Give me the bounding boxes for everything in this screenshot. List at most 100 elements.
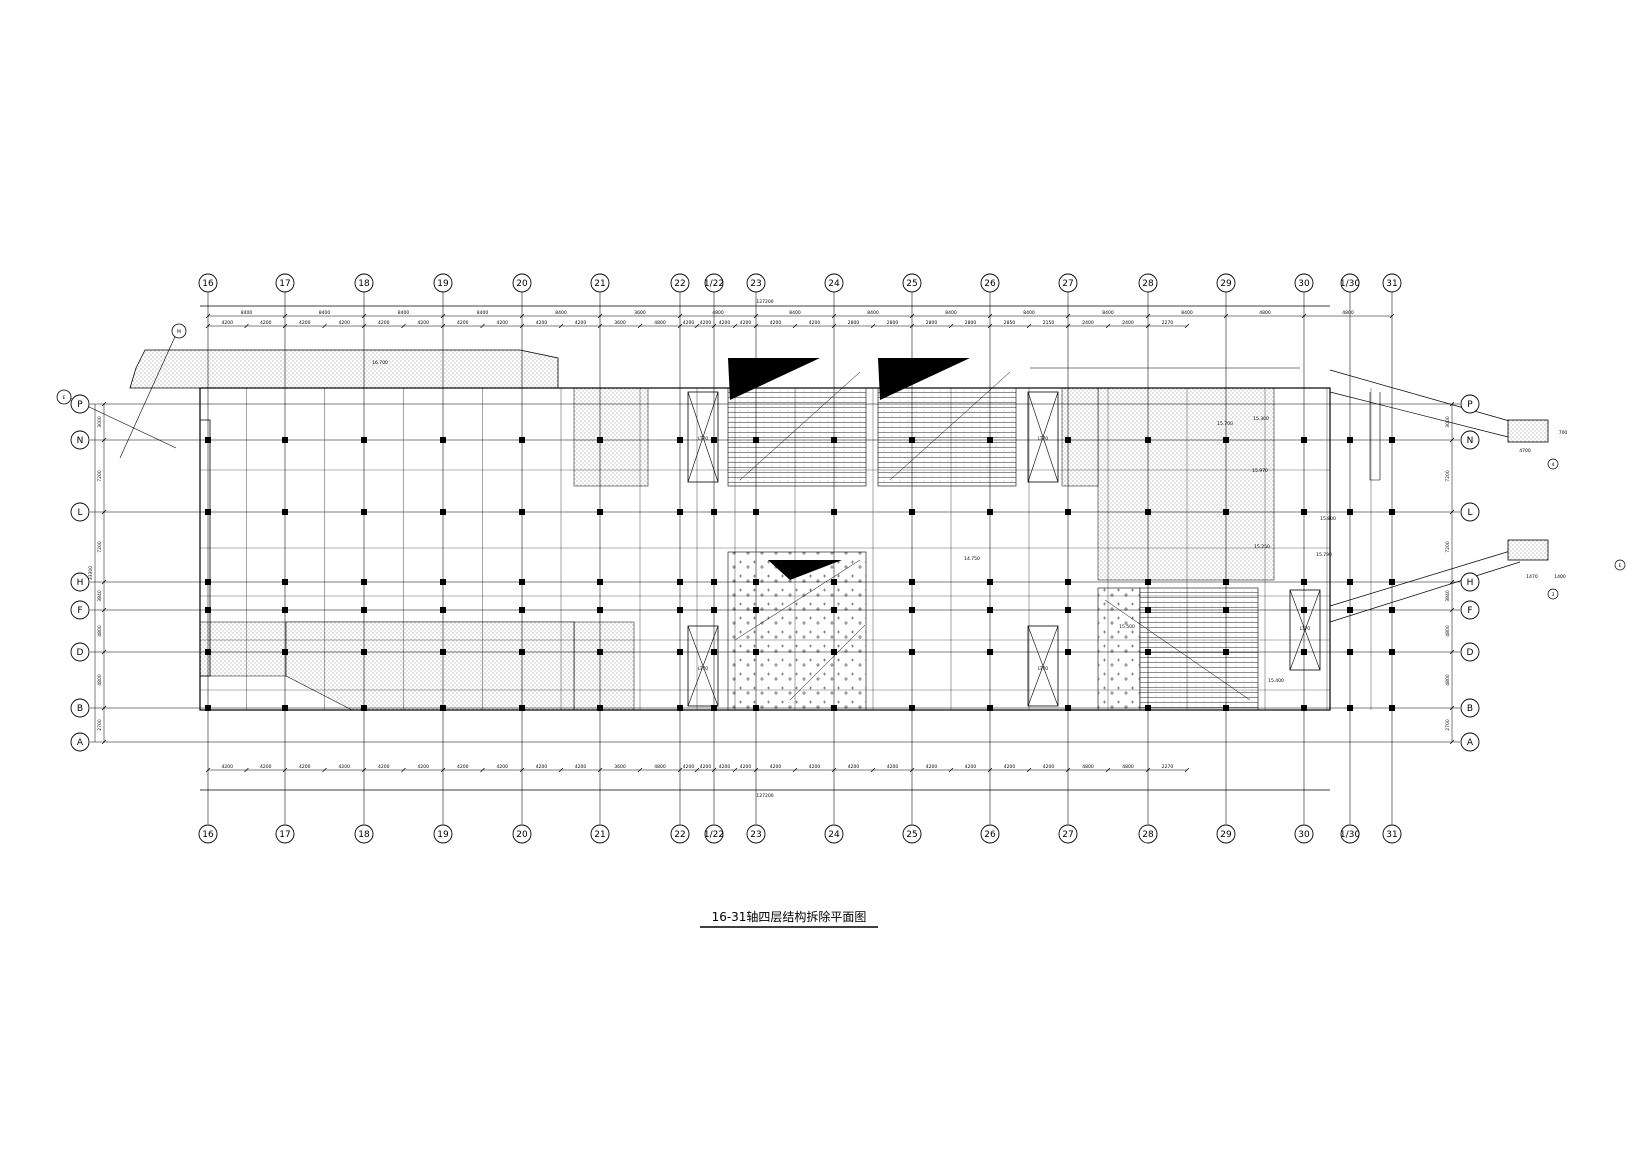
bottom-axis-circle-5 — [590, 824, 610, 844]
bottom-subspan-label-18: 4200 — [848, 764, 860, 770]
top-subspan-label-15: 4200 — [740, 320, 752, 326]
bottom-subspan-label-4: 4200 — [378, 764, 390, 770]
column-5-3 — [597, 579, 603, 585]
right-axis-circle-4 — [1460, 600, 1480, 620]
top-span-label-5: 3600 — [634, 310, 646, 316]
column-9-2 — [831, 509, 837, 515]
bottom-subspan-label-13: 4200 — [700, 764, 712, 770]
secondary-beam-lines — [200, 388, 1372, 710]
right-axis-label-7: A — [1467, 738, 1474, 748]
column-5-1 — [597, 437, 603, 443]
column-16-2 — [1347, 509, 1353, 515]
left-axis-circle-2 — [70, 502, 90, 522]
column-15-1 — [1301, 437, 1307, 443]
right-axis-circle-0 — [1460, 394, 1480, 414]
right-axis-label-1: N — [1467, 436, 1474, 446]
bottom-axis-circle-11 — [980, 824, 1000, 844]
detail-mark-3: 3 — [1552, 592, 1555, 598]
column-6-6 — [677, 705, 683, 711]
top-subspan-tick-25 — [1105, 323, 1111, 329]
bottom-axis-label-10: 25 — [906, 830, 917, 840]
top-subspan-tick-19 — [870, 323, 876, 329]
column-10-5 — [909, 649, 915, 655]
column-7-6 — [711, 705, 717, 711]
top-span-label-7: 8400 — [789, 310, 801, 316]
top-axis-circle-0 — [198, 273, 218, 293]
top-axis-circle-9 — [824, 273, 844, 293]
top-axis-circle-4 — [512, 273, 532, 293]
top-subspan-label-0: 4200 — [222, 320, 234, 326]
annotation-14: 15.800 — [1320, 516, 1336, 522]
bottom-axis-circle-16 — [1340, 824, 1360, 844]
bottom-axis-label-15: 30 — [1298, 830, 1310, 840]
right-axis-circle-2 — [1460, 502, 1480, 522]
bottom-subspan-label-21: 4200 — [965, 764, 977, 770]
left-axis-label-6: B — [77, 704, 83, 714]
bottom-subspan-label-26: 2270 — [1162, 764, 1174, 770]
column-4-1 — [519, 437, 525, 443]
top-subspan-label-17: 4200 — [809, 320, 821, 326]
top-subspan-label-10: 3600 — [614, 320, 626, 326]
column-11-5 — [987, 649, 993, 655]
left-axis-label-0: P — [77, 400, 83, 410]
top-axis-label-2: 18 — [358, 279, 370, 289]
top-subspan-label-11: 4800 — [654, 320, 666, 326]
column-8-1 — [753, 437, 759, 443]
column-11-2 — [987, 509, 993, 515]
top-axis-label-15: 30 — [1298, 279, 1310, 289]
top-axis-label-1: 17 — [279, 279, 290, 289]
column-7-3 — [711, 579, 717, 585]
column-14-3 — [1223, 579, 1229, 585]
column-13-4 — [1145, 607, 1151, 613]
top-subspan-tick-9 — [558, 323, 564, 329]
external-ramp-right — [1329, 369, 1549, 623]
bottom-subspan-label-24: 4800 — [1082, 764, 1094, 770]
top-axis-label-10: 25 — [906, 279, 917, 289]
top-span-label-10: 8400 — [1023, 310, 1035, 316]
left-span-label-0: 3000 — [97, 416, 103, 428]
annotation-16: 1470 — [1526, 574, 1538, 580]
top-subspan-label-21: 2800 — [965, 320, 977, 326]
diagonal-stair-lines — [734, 371, 1251, 701]
left-axis-label-5: D — [77, 648, 84, 658]
bottom-subspan-label-1: 4200 — [260, 764, 272, 770]
left-axis-label-4: F — [77, 606, 82, 616]
column-16-5 — [1347, 649, 1353, 655]
bottom-subspan-tick-11 — [637, 767, 643, 773]
column-17-1 — [1389, 437, 1395, 443]
column-3-2 — [440, 509, 446, 515]
column-11-3 — [987, 579, 993, 585]
bottom-axis-label-16: 1/30 — [1340, 830, 1360, 840]
annotation-18: 700 — [1559, 430, 1568, 436]
bottom-axis-label-1: 17 — [279, 830, 290, 840]
bottom-subspan-label-7: 4200 — [497, 764, 509, 770]
column-14-2 — [1223, 509, 1229, 515]
overall-dimension-bottom-label: 127200 — [756, 793, 773, 799]
column-6-4 — [677, 607, 683, 613]
top-span-label-9: 8400 — [945, 310, 957, 316]
top-subspan-label-7: 4200 — [497, 320, 509, 326]
column-10-6 — [909, 705, 915, 711]
stipple-zone-28-30-top — [1097, 387, 1275, 581]
right-axis-label-0: P — [1467, 400, 1473, 410]
column-4-6 — [519, 705, 525, 711]
annotation-4: LT70 — [1300, 626, 1310, 632]
bottom-subspan-label-5: 4200 — [418, 764, 430, 770]
right-axis-circle-5 — [1460, 642, 1480, 662]
bottom-axis-label-9: 24 — [828, 830, 840, 840]
bottom-axis-circle-7 — [704, 824, 724, 844]
column-3-5 — [440, 649, 446, 655]
column-7-1 — [711, 437, 717, 443]
elevator-shaft-3 — [687, 625, 719, 707]
bottom-subspan-tick-5 — [401, 767, 406, 773]
left-span-label-2: 7200 — [97, 541, 103, 553]
column-10-3 — [909, 579, 915, 585]
bottom-axis-circle-12 — [1058, 824, 1078, 844]
bottom-axis-label-3: 19 — [437, 830, 449, 840]
top-subspan-tick-21 — [948, 323, 954, 329]
bottom-subspan-label-22: 4200 — [1004, 764, 1016, 770]
